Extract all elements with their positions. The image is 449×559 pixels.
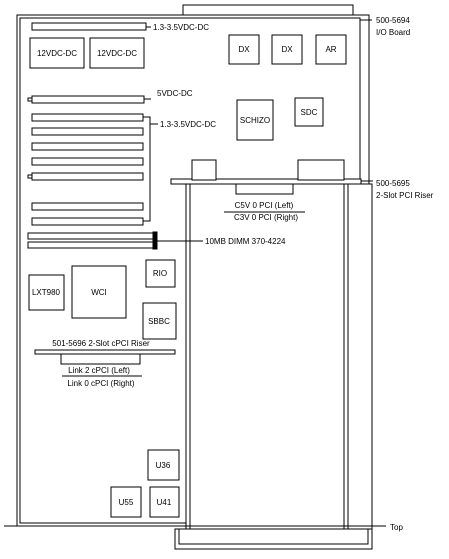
dc12-module-a [29, 37, 85, 69]
rio-chip [145, 259, 176, 288]
slot-labels: C5V 0 PCI (Left) C3V 0 PCI (Right) 501-5… [52, 201, 298, 388]
dx-chip-1 [228, 34, 260, 65]
riser-name-label: 2-Slot PCI Riser [376, 191, 434, 200]
dc12-a-label: 12VDC-DC [37, 49, 77, 58]
vdc13-bracket [143, 116, 151, 222]
right-callouts [360, 19, 373, 182]
dx2-label: DX [281, 45, 293, 54]
u55-label: U55 [119, 498, 134, 507]
u41-chip [149, 486, 180, 518]
io-board-part-label: 500-5694 [376, 16, 410, 25]
cpci-line2-label: Link 0 cPCI (Right) [67, 379, 134, 388]
ar-label: AR [325, 45, 336, 54]
vdc-slot-top [31, 22, 151, 31]
u55-chip [110, 486, 142, 518]
dx1-label: DX [238, 45, 250, 54]
riser-connector-left [191, 159, 217, 181]
dimm-label: 10MB DIMM 370-4224 [205, 237, 286, 246]
dimm-slot-1 [27, 232, 157, 240]
cpci-riser-connector [34, 349, 176, 355]
vdc13-top-label: 1.3-3.5VDC-DC [153, 23, 209, 32]
cpci-riser-label: 501-5696 2-Slot cPCI Riser [52, 339, 150, 348]
chip-labels: 12VDC-DC 12VDC-DC DX DX AR SCHIZO SDC LX… [32, 45, 337, 507]
riser-bottom-bracket [174, 528, 373, 550]
dc12-modules [29, 37, 145, 69]
vdc13-slot [31, 113, 144, 122]
dimm [27, 231, 203, 250]
pci-line2-label: C3V 0 PCI (Right) [234, 213, 298, 222]
dimm-slot-2 [27, 241, 157, 249]
dc12-module-b [89, 37, 145, 69]
wci-label: WCI [91, 288, 107, 297]
riser-bottom-bracket-inner [178, 528, 369, 545]
pci-slot-connector [235, 183, 294, 195]
vdc13-slot [31, 172, 144, 181]
vdc13-slot [31, 142, 144, 151]
riser-connector-right [297, 159, 345, 181]
ar-chip [315, 34, 347, 65]
schizo-chip [236, 99, 274, 141]
vdc13-slot [31, 157, 144, 166]
vdc-slot-tab [27, 97, 33, 102]
vdc-slot [31, 22, 147, 31]
vdc-stacks [27, 95, 158, 226]
schizo-label: SCHIZO [240, 116, 270, 125]
pci-riser [170, 159, 373, 550]
io-board-name-label: I/O Board [376, 28, 410, 37]
u36-label: U36 [156, 461, 171, 470]
cpci-line1-label: Link 2 cPCI (Left) [68, 366, 130, 375]
io-board-top-tab [182, 4, 354, 16]
vdc-slot-tab [27, 174, 33, 179]
sdc-label: SDC [301, 108, 318, 117]
vdc13-slot [31, 127, 144, 136]
vdc13-mid-label: 1.3-3.5VDC-DC [160, 120, 216, 129]
sdc-chip [294, 97, 324, 127]
lxt980-chip [28, 274, 65, 311]
vdc13-slot [31, 202, 144, 211]
vdc5-label: 5VDC-DC [157, 89, 193, 98]
lxt980-label: LXT980 [32, 288, 61, 297]
dx-chip-2 [271, 34, 303, 65]
u41-label: U41 [157, 498, 172, 507]
vdc13-slot [31, 217, 144, 226]
pci-riser-card [185, 183, 373, 535]
dc12-b-label: 12VDC-DC [97, 49, 137, 58]
cpci-riser [34, 349, 176, 377]
asic-blocks [228, 34, 347, 141]
callout-labels: 1.3-3.5VDC-DC 5VDC-DC 1.3-3.5VDC-DC 10MB… [153, 16, 434, 532]
lower-chips [28, 259, 180, 518]
vdc5-slot [31, 95, 145, 104]
riser-part-label: 500-5695 [376, 179, 410, 188]
sbbc-label: SBBC [148, 317, 170, 326]
rio-label: RIO [153, 269, 167, 278]
sbbc-chip [142, 302, 177, 340]
wci-chip [71, 265, 127, 319]
u36-chip [147, 449, 180, 481]
dimm-latch [152, 231, 158, 250]
pci-line1-label: C5V 0 PCI (Left) [235, 201, 294, 210]
top-label: Top [390, 523, 403, 532]
cpci-slot-connector [60, 353, 141, 365]
